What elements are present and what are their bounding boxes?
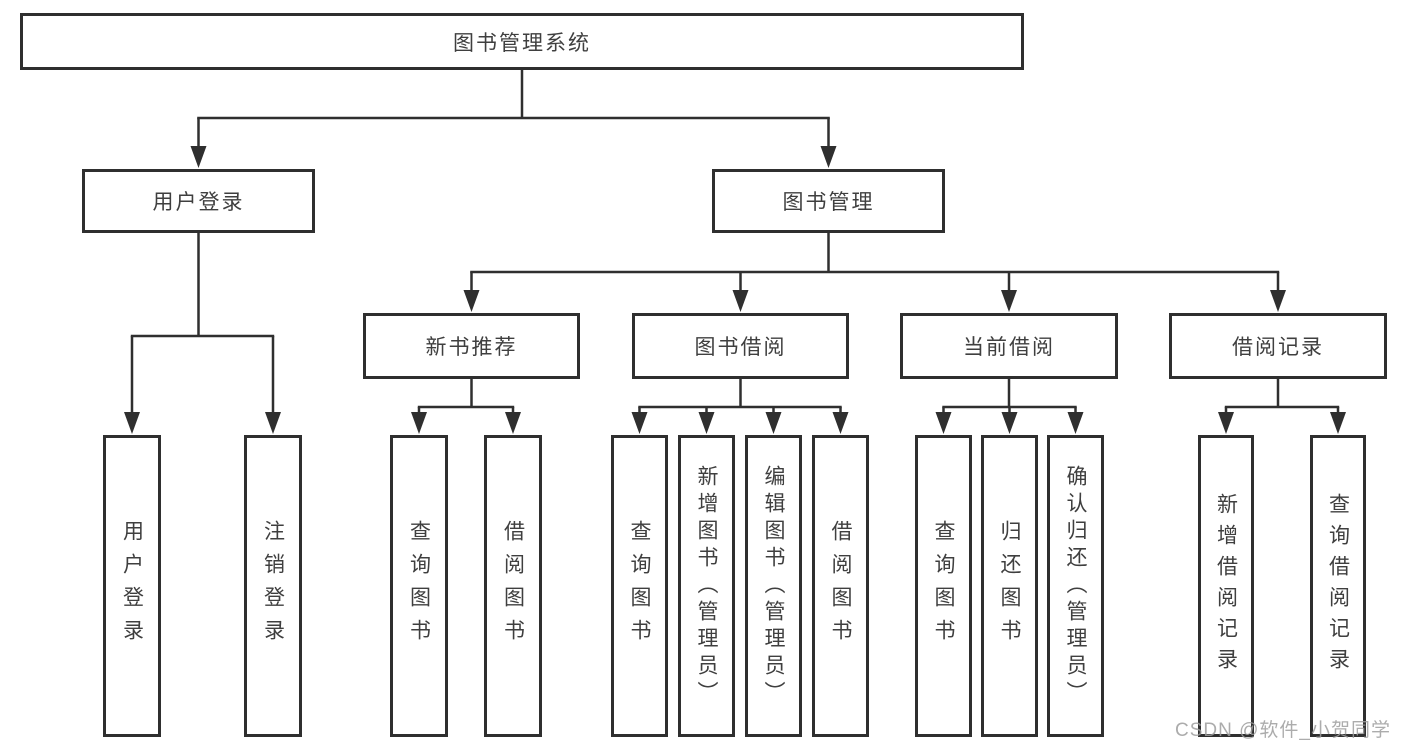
node-book-borrow: 图书借阅 — [632, 313, 849, 379]
leaf-borrow-book-recommend: 借阅图书 — [484, 435, 542, 737]
leaf-edit-book-admin: 编辑图书（管理员） — [745, 435, 802, 737]
leaf-add-book-admin: 新增图书（管理员） — [678, 435, 735, 737]
leaf-query-borrow-record: 查询借阅记录 — [1310, 435, 1366, 737]
node-book-management: 图书管理 — [712, 169, 945, 233]
leaf-query-book-borrow: 查询图书 — [611, 435, 668, 737]
leaf-query-book-recommend: 查询图书 — [390, 435, 448, 737]
arrowheads — [124, 146, 1346, 434]
leaf-logout: 注销登录 — [244, 435, 302, 737]
leaf-return-book: 归还图书 — [981, 435, 1038, 737]
node-user-login: 用户登录 — [82, 169, 315, 233]
leaf-user-login: 用户登录 — [103, 435, 161, 737]
leaf-borrow-book: 借阅图书 — [812, 435, 869, 737]
leaf-add-borrow-record: 新增借阅记录 — [1198, 435, 1254, 737]
csdn-watermark: CSDN @软件_小贺同学 — [1175, 720, 1391, 741]
leaf-confirm-return-admin: 确认归还（管理员） — [1047, 435, 1104, 737]
node-borrow-record: 借阅记录 — [1169, 313, 1387, 379]
node-root-library-system: 图书管理系统 — [20, 13, 1024, 70]
node-new-book-recommend: 新书推荐 — [363, 313, 580, 379]
leaf-query-book-current: 查询图书 — [915, 435, 972, 737]
node-current-borrow: 当前借阅 — [900, 313, 1118, 379]
